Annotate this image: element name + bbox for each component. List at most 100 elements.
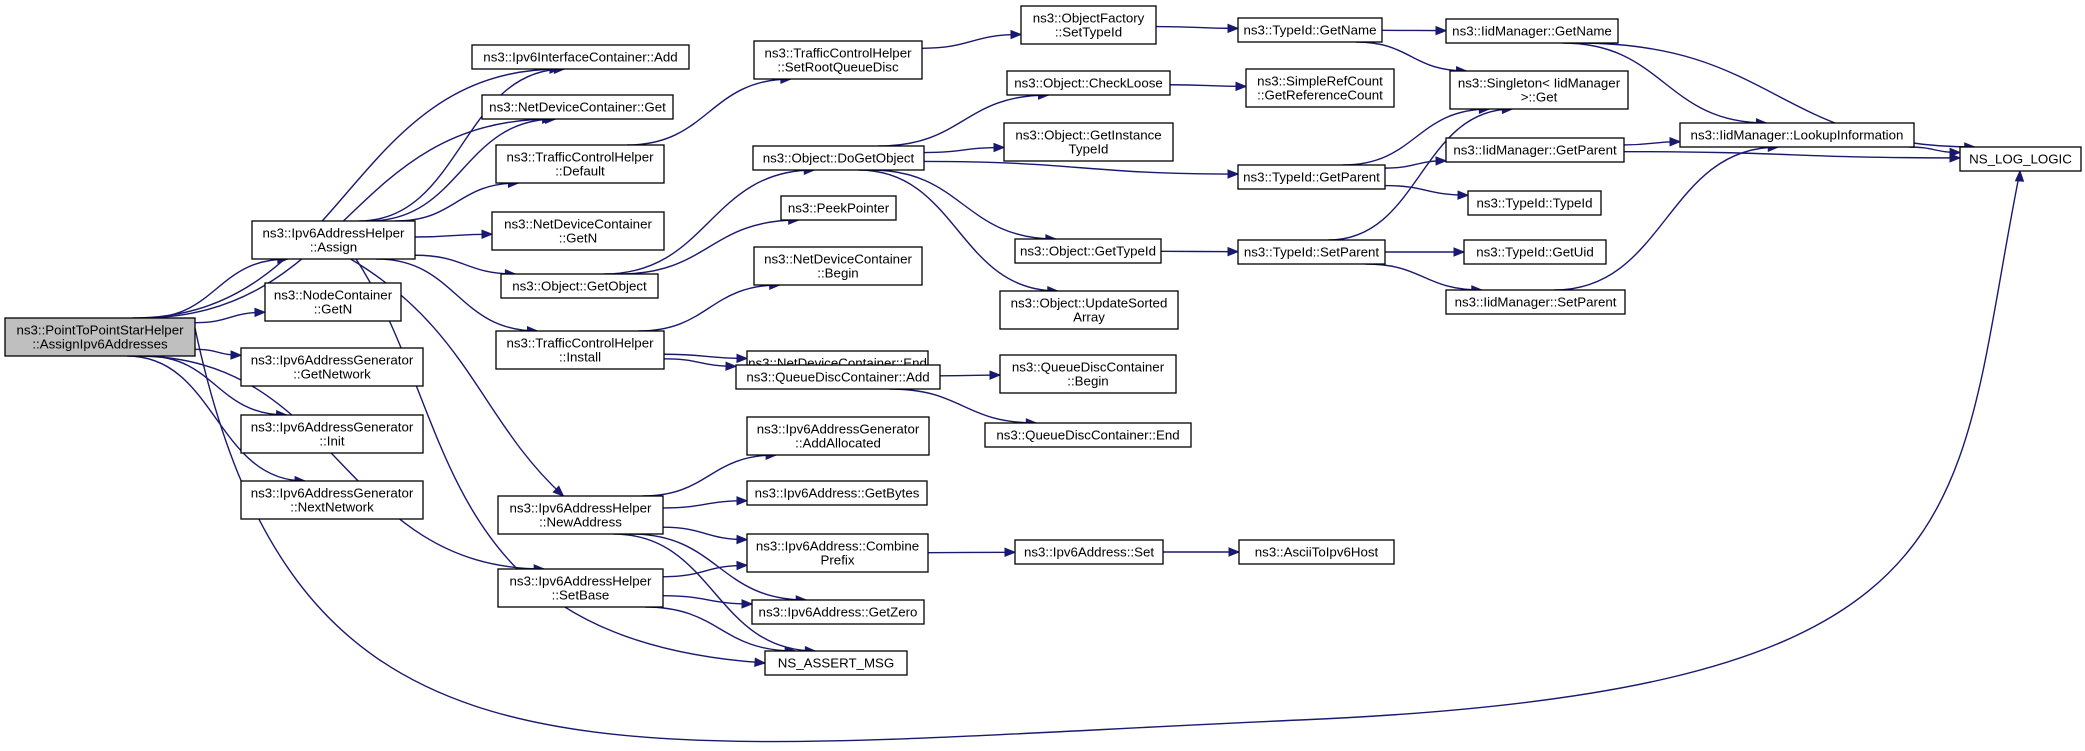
- node-box: [1006, 70, 1171, 96]
- node-label: ns3::Ipv6InterfaceContainer::Add: [483, 50, 677, 65]
- node-iid_getparent[interactable]: ns3::IidManager::GetParent: [1445, 137, 1625, 163]
- node-label: ns3::QueueDiscContainer: [1012, 360, 1165, 375]
- node-src_getrefcount[interactable]: ns3::SimpleRefCount::GetReferenceCount: [1245, 68, 1395, 108]
- node-obj_dogetobject[interactable]: ns3::Object::DoGetObject: [752, 145, 925, 171]
- arrowhead-tch_setroot-to-of_settypeid: [1010, 29, 1023, 40]
- node-box: [240, 480, 424, 520]
- node-box: [746, 533, 929, 573]
- node-label: ns3::Ipv6AddressGenerator: [757, 422, 920, 437]
- node-obj_gettypeid[interactable]: ns3::Object::GetTypeId: [1014, 238, 1162, 264]
- node-v6ic_add[interactable]: ns3::Ipv6InterfaceContainer::Add: [471, 44, 690, 70]
- node-box: [751, 599, 925, 625]
- node-tch_install[interactable]: ns3::TrafficControlHelper::Install: [495, 330, 665, 370]
- node-ag_init[interactable]: ns3::Ipv6AddressGenerator::Init: [240, 414, 424, 454]
- node-tid_setparent[interactable]: ns3::TypeId::SetParent: [1237, 239, 1386, 265]
- edge-root-to-nc_getn: [194, 311, 266, 324]
- node-label: ns3::Object::GetTypeId: [1020, 244, 1156, 259]
- node-box: [481, 94, 674, 120]
- node-box: [1237, 17, 1383, 43]
- node-ah_newaddr[interactable]: ns3::Ipv6AddressHelper::NewAddress: [497, 495, 664, 535]
- node-label: NS_LOG_LOGIC: [1969, 152, 2072, 167]
- node-box: [1445, 289, 1626, 315]
- node-box: [1238, 539, 1395, 565]
- node-nc_getn[interactable]: ns3::NodeContainer::GetN: [264, 282, 402, 322]
- node-root[interactable]: ns3::PointToPointStarHelper::AssignIpv6A…: [4, 317, 196, 357]
- node-tch_setroot[interactable]: ns3::TrafficControlHelper::SetRootQueueD…: [753, 40, 923, 80]
- node-ag_getnet[interactable]: ns3::Ipv6AddressGenerator::GetNetwork: [240, 347, 424, 387]
- node-tid_getuid[interactable]: ns3::TypeId::GetUid: [1463, 239, 1607, 265]
- edge-ah_newaddr-to-ag_addalloc: [642, 454, 777, 497]
- node-ndc_begin[interactable]: ns3::NetDeviceContainer::Begin: [753, 246, 923, 286]
- node-of_settypeid[interactable]: ns3::ObjectFactory::SetTypeId: [1020, 5, 1157, 45]
- node-a_getbytes[interactable]: ns3::Ipv6Address::GetBytes: [746, 480, 928, 506]
- node-label: ns3::QueueDiscContainer::End: [996, 428, 1179, 443]
- node-label: ns3::Ipv6AddressGenerator: [251, 353, 414, 368]
- node-qdc_add[interactable]: ns3::QueueDiscContainer::Add: [735, 364, 941, 390]
- node-label: ::GetN: [314, 302, 352, 317]
- node-label: ns3::QueueDiscContainer::Add: [746, 370, 929, 385]
- node-box: [746, 480, 928, 506]
- node-box: [1959, 146, 2082, 172]
- node-label: Prefix: [821, 553, 855, 568]
- edge-ah_assign-to-tch_install: [376, 258, 538, 332]
- node-label: ns3::IidManager::SetParent: [1455, 295, 1617, 310]
- edge-ah_assign-to-obj_getobject: [414, 254, 516, 275]
- node-box: [4, 317, 196, 357]
- node-box: [240, 347, 424, 387]
- node-ah_setbase[interactable]: ns3::Ipv6AddressHelper::SetBase: [497, 568, 664, 608]
- node-obj_getobject[interactable]: ns3::Object::GetObject: [500, 273, 659, 299]
- node-asciitoipv6[interactable]: ns3::AsciiToIpv6Host: [1238, 539, 1395, 565]
- node-label: Array: [1073, 310, 1105, 325]
- node-tid_typeid[interactable]: ns3::TypeId::TypeId: [1467, 190, 1602, 216]
- node-box: [984, 422, 1192, 448]
- node-label: ns3::IidManager::LookupInformation: [1691, 128, 1904, 143]
- node-iid_setparent[interactable]: ns3::IidManager::SetParent: [1445, 289, 1626, 315]
- node-ndc_get[interactable]: ns3::NetDeviceContainer::Get: [481, 94, 674, 120]
- node-tch_default[interactable]: ns3::TrafficControlHelper::Default: [495, 144, 665, 184]
- node-obj_checkloose[interactable]: ns3::Object::CheckLoose: [1006, 70, 1171, 96]
- node-ns_assert[interactable]: NS_ASSERT_MSG: [764, 650, 908, 676]
- node-label: ns3::IidManager::GetName: [1452, 24, 1612, 39]
- node-a_set[interactable]: ns3::Ipv6Address::Set: [1014, 539, 1164, 565]
- node-iid_lookup[interactable]: ns3::IidManager::LookupInformation: [1679, 122, 1915, 148]
- arrowhead-ah_newaddr-to-a_getbytes: [736, 496, 749, 506]
- edge-tid_getparent-to-tid_typeid: [1384, 184, 1469, 196]
- node-box: [1467, 190, 1602, 216]
- node-label: ns3::Singleton< IidManager: [1458, 76, 1621, 91]
- node-label: ns3::Ipv6Address::GetBytes: [755, 486, 920, 501]
- node-label: ns3::TrafficControlHelper: [506, 150, 654, 165]
- node-singleton_get[interactable]: ns3::Singleton< IidManager >::Get: [1449, 70, 1629, 110]
- node-tid_getparent[interactable]: ns3::TypeId::GetParent: [1237, 164, 1386, 190]
- node-label: ::AssignIpv6Addresses: [32, 337, 168, 352]
- node-ndc_getn[interactable]: ns3::NetDeviceContainer::GetN: [491, 211, 665, 251]
- node-qdc_begin[interactable]: ns3::QueueDiscContainer::Begin: [999, 354, 1177, 394]
- node-label: ::GetN: [559, 231, 597, 246]
- node-label: ::AddAllocated: [795, 436, 881, 451]
- node-box: [491, 211, 665, 251]
- node-ns_log[interactable]: NS_LOG_LOGIC: [1959, 146, 2082, 172]
- node-ag_nextnet[interactable]: ns3::Ipv6AddressGenerator::NextNetwork: [240, 480, 424, 520]
- node-a_getzero[interactable]: ns3::Ipv6Address::GetZero: [751, 599, 925, 625]
- node-tid_getname[interactable]: ns3::TypeId::GetName: [1237, 17, 1383, 43]
- edge-ah_newaddr-to-a_getbytes: [662, 500, 748, 509]
- node-ag_addalloc[interactable]: ns3::Ipv6AddressGenerator::AddAllocated: [746, 416, 930, 456]
- node-ah_assign[interactable]: ns3::Ipv6AddressHelper::Assign: [251, 220, 416, 260]
- node-label: ns3::SimpleRefCount: [1257, 74, 1383, 89]
- node-label: ns3::Ipv6AddressHelper: [263, 226, 405, 241]
- edge-root-to-v6ic_add: [132, 68, 560, 319]
- arrowhead-root-to-ns_log: [2014, 169, 2025, 182]
- node-label: ns3::ObjectFactory: [1033, 11, 1145, 26]
- node-box: [746, 416, 930, 456]
- node-peekpointer[interactable]: ns3::PeekPointer: [780, 195, 897, 221]
- node-iid_getname[interactable]: ns3::IidManager::GetName: [1445, 18, 1619, 44]
- node-label: ::GetNetwork: [293, 367, 371, 382]
- node-box: [497, 568, 664, 608]
- node-label: ::GetReferenceCount: [1257, 88, 1383, 103]
- node-box: [495, 330, 665, 370]
- node-box: [753, 40, 923, 80]
- node-qdc_end[interactable]: ns3::QueueDiscContainer::End: [984, 422, 1192, 448]
- node-label: TypeId: [1069, 142, 1109, 157]
